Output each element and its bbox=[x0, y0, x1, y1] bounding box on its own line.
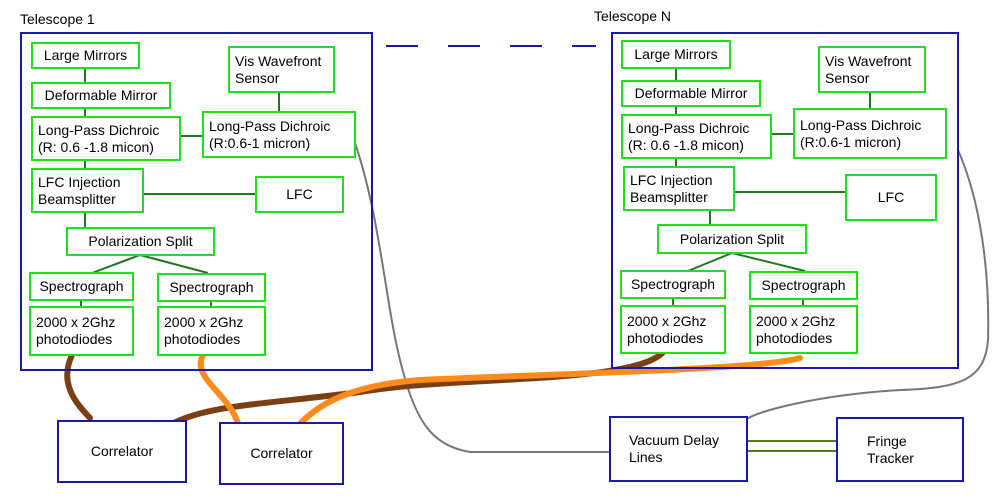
t1-lp-dichroic-line2: (R: 0.6 -1.8 micon) bbox=[38, 138, 154, 155]
tN-polarization-split: Polarization Split bbox=[657, 224, 807, 254]
t1-lp-dichroic2-line2: (R:0.6-1 micron) bbox=[209, 134, 311, 151]
brown-cable-t1-correlator1 bbox=[64, 352, 93, 421]
tN-deformable-mirror-label: Deformable Mirror bbox=[634, 85, 748, 101]
link-n-polsplit-spectro-b bbox=[731, 252, 806, 272]
fringe-tracker-line2: Tracker bbox=[867, 449, 914, 466]
t1-vis-wavefront-sensor: Vis Wavefront Sensor bbox=[228, 46, 335, 93]
t1-lp-dichroic-line1: Long-Pass Dichroic bbox=[38, 121, 160, 138]
t1-photo-b-line1: 2000 x 2Ghz bbox=[164, 314, 244, 330]
tN-lp-dichroic2-line2: (R:0.6-1 micron) bbox=[800, 133, 902, 150]
delay-fringe-links bbox=[747, 440, 837, 452]
tN-wfs-line1: Vis Wavefront bbox=[825, 52, 912, 69]
t1-large-mirrors: Large Mirrors bbox=[31, 42, 140, 69]
orange-cables bbox=[197, 352, 803, 436]
tN-polarization-split-label: Polarization Split bbox=[679, 230, 785, 247]
correlator-1-label: Correlator bbox=[90, 443, 154, 459]
t1-lfc-inj-line1: LFC Injection bbox=[38, 173, 121, 190]
vacuum-delay-line1: Vacuum Delay bbox=[629, 432, 720, 448]
correlator-1: Correlator bbox=[57, 420, 187, 483]
link-polsplit-spectro-b bbox=[139, 254, 209, 274]
t1-lfc-inj-line2: Beamsplitter bbox=[38, 190, 116, 207]
tN-spectrograph-b: Spectrograph bbox=[749, 271, 858, 300]
telescopeN-title: Telescope N bbox=[594, 8, 672, 24]
t1-spectrograph-b-label: Spectrograph bbox=[169, 279, 254, 295]
t1-photodiodes-b: 2000 x 2Ghz photodiodes bbox=[157, 306, 266, 356]
tN-photodiodes-b: 2000 x 2Ghz photodiodes bbox=[749, 305, 858, 354]
t1-deformable-mirror: Deformable Mirror bbox=[31, 82, 171, 109]
tN-large-mirrors: Large Mirrors bbox=[621, 40, 731, 69]
orange-cable-t1-correlator2 bbox=[197, 352, 243, 435]
tN-photo-b-line2: photodiodes bbox=[756, 329, 833, 346]
fringe-tracker-line1: Fringe bbox=[867, 432, 907, 449]
link-n-polsplit-spectro-a bbox=[687, 252, 733, 272]
t1-wfs-line1: Vis Wavefront bbox=[235, 52, 322, 69]
link-polsplit-spectro-a bbox=[91, 254, 141, 274]
gray-cable-telescope1-delay bbox=[353, 139, 610, 453]
fringe-tracker: Fringe Tracker bbox=[836, 417, 964, 482]
tN-lp-dichroic2-line1: Long-Pass Dichroic bbox=[800, 116, 922, 133]
gray-cable-telescopeN-delay bbox=[744, 149, 990, 421]
tN-photo-a-line1: 2000 x 2Ghz bbox=[627, 312, 707, 329]
t1-large-mirrors-label: Large Mirrors bbox=[43, 47, 128, 63]
t1-lp-dichroic2-line1: Long-Pass Dichroic bbox=[209, 117, 331, 134]
vacuum-delay-lines: Vacuum Delay Lines bbox=[609, 416, 748, 482]
tN-spectrograph-a-label: Spectrograph bbox=[630, 276, 716, 292]
correlator-2-label: Correlator bbox=[250, 445, 313, 461]
t1-photodiodes-a: 2000 x 2Ghz photodiodes bbox=[29, 306, 134, 356]
t1-long-pass-dichroic: Long-Pass Dichroic (R: 0.6 -1.8 micon) bbox=[31, 116, 181, 161]
vacuum-delay-line2: Lines bbox=[629, 449, 663, 465]
t1-lfc-injection-beamsplitter: LFC Injection Beamsplitter bbox=[31, 168, 144, 213]
tN-lp-dichroic-line1: Long-Pass Dichroic bbox=[628, 119, 750, 136]
tN-long-pass-dichroic: Long-Pass Dichroic (R: 0.6 -1.8 micon) bbox=[621, 114, 772, 159]
tN-wfs-line2: Sensor bbox=[825, 69, 870, 86]
telescopeN-links bbox=[672, 68, 871, 306]
tN-photo-a-line2: photodiodes bbox=[627, 329, 704, 346]
tN-spectrograph-a: Spectrograph bbox=[620, 270, 726, 299]
tN-lfc-inj-line2: Beamsplitter bbox=[630, 188, 708, 205]
tN-photodiodes-a: 2000 x 2Ghz photodiodes bbox=[620, 305, 726, 354]
t1-polarization-split-label: Polarization Split bbox=[88, 233, 193, 249]
telescope1-links bbox=[80, 68, 280, 307]
t1-spectrograph-a-label: Spectrograph bbox=[39, 278, 124, 294]
telescope1-frame bbox=[20, 32, 373, 371]
tN-long-pass-dichroic-2: Long-Pass Dichroic (R:0.6-1 micron) bbox=[793, 108, 947, 159]
tN-vis-wavefront-sensor: Vis Wavefront Sensor bbox=[818, 46, 926, 93]
t1-lfc: LFC bbox=[255, 176, 344, 213]
tN-large-mirrors-label: Large Mirrors bbox=[634, 46, 718, 62]
t1-photo-a-line1: 2000 x 2Ghz bbox=[36, 314, 116, 330]
tN-deformable-mirror: Deformable Mirror bbox=[621, 80, 761, 107]
t1-photo-a-line2: photodiodes bbox=[36, 331, 113, 347]
t1-photo-b-line2: photodiodes bbox=[164, 331, 241, 347]
t1-wfs-line2: Sensor bbox=[235, 69, 280, 86]
telescope1-title: Telescope 1 bbox=[20, 11, 95, 27]
tN-photo-b-line1: 2000 x 2Ghz bbox=[756, 312, 836, 329]
telescopeN-frame bbox=[611, 32, 959, 369]
t1-deformable-mirror-label: Deformable Mirror bbox=[44, 87, 158, 103]
orange-cable-tN-correlator2 bbox=[289, 355, 803, 436]
tN-lfc-injection-beamsplitter: LFC Injection Beamsplitter bbox=[623, 166, 735, 211]
tN-spectrograph-b-label: Spectrograph bbox=[761, 277, 846, 293]
tN-lp-dichroic-line2: (R: 0.6 -1.8 micon) bbox=[628, 136, 744, 153]
tN-lfc-label: LFC bbox=[877, 189, 905, 205]
tN-lfc: LFC bbox=[845, 174, 937, 221]
t1-polarization-split: Polarization Split bbox=[66, 227, 215, 256]
t1-long-pass-dichroic-2: Long-Pass Dichroic (R:0.6-1 micron) bbox=[202, 111, 356, 158]
t1-lfc-label: LFC bbox=[286, 186, 313, 202]
correlator-2: Correlator bbox=[219, 422, 344, 485]
tN-lfc-inj-line1: LFC Injection bbox=[630, 171, 713, 188]
t1-spectrograph-a: Spectrograph bbox=[29, 272, 134, 301]
t1-spectrograph-b: Spectrograph bbox=[157, 273, 266, 302]
